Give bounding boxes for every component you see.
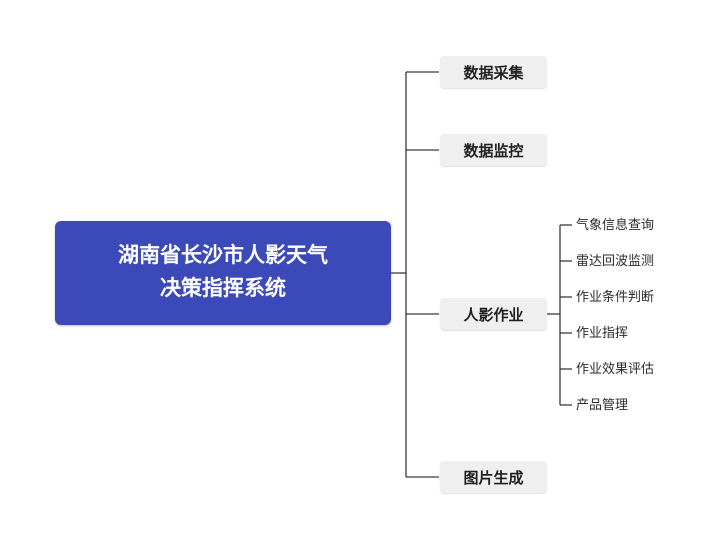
branch-label: 图片生成 (463, 469, 524, 487)
leaf-label: 雷达回波监测 (576, 253, 655, 268)
leaf-node-operation-effect-evaluation[interactable]: 作业效果评估 (576, 360, 654, 378)
leaf-label: 作业条件判断 (576, 289, 655, 304)
branch-label: 人影作业 (463, 306, 524, 324)
leaf-label: 产品管理 (576, 397, 629, 412)
root-title-line-1: 湖南省长沙市人影天气 (118, 244, 328, 268)
branch-label: 数据采集 (463, 64, 524, 82)
leaf-label: 作业效果评估 (576, 361, 655, 376)
leaf-node-operation-condition-judgment[interactable]: 作业条件判断 (576, 288, 654, 306)
leaf-label: 气象信息查询 (576, 217, 655, 232)
root-title-line-2: 决策指挥系统 (160, 277, 286, 300)
leaf-node-operation-command[interactable]: 作业指挥 (576, 324, 628, 342)
leaf-node-weather-info-query[interactable]: 气象信息查询 (576, 216, 654, 234)
branch-node-weather-mod-operations[interactable]: 人影作业 (440, 298, 547, 330)
leaf-node-product-management[interactable]: 产品管理 (576, 396, 628, 414)
branch-node-data-collection[interactable]: 数据采集 (440, 56, 547, 88)
branch-node-data-monitoring[interactable]: 数据监控 (440, 134, 547, 166)
leaf-node-radar-echo-monitoring[interactable]: 雷达回波监测 (576, 252, 654, 270)
root-node[interactable]: 湖南省长沙市人影天气 决策指挥系统 (55, 221, 391, 325)
branch-label: 数据监控 (463, 142, 524, 160)
branch-node-image-generation[interactable]: 图片生成 (440, 461, 547, 493)
leaf-label: 作业指挥 (576, 325, 629, 340)
